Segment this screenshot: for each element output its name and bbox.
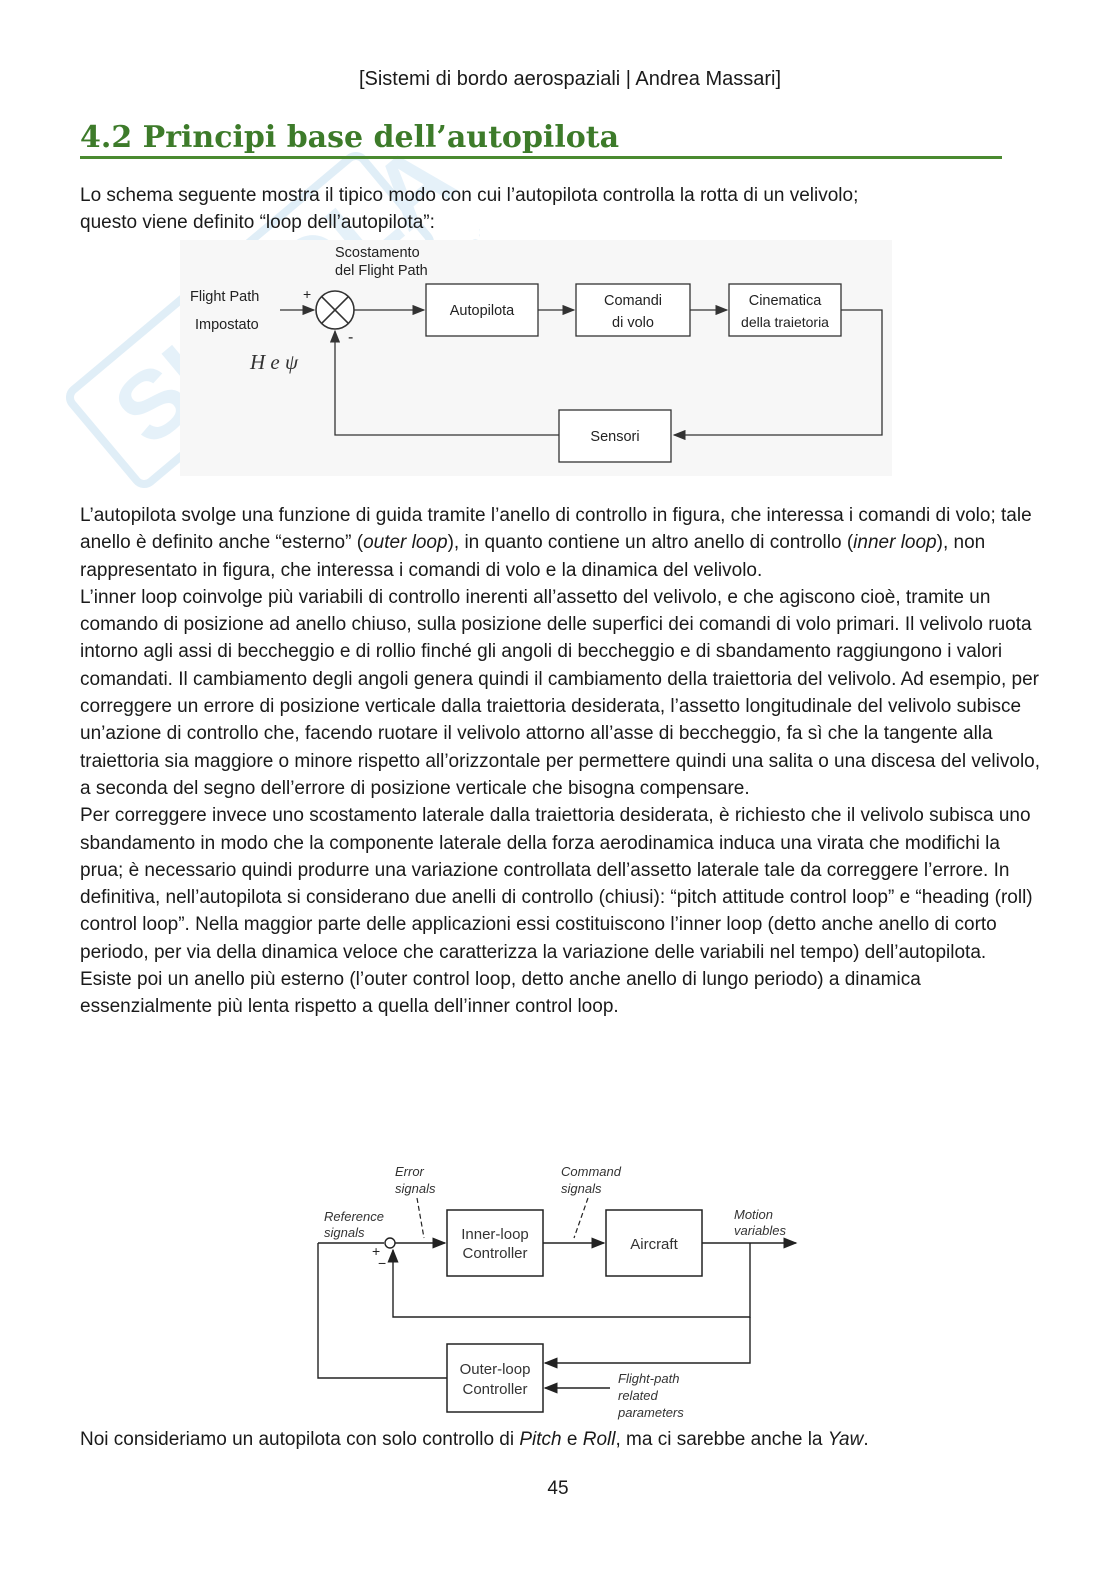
outer-loop-label-1: Outer-loop (460, 1361, 531, 1378)
input-label-1: Flight Path (190, 289, 259, 305)
reference-label-2: signals (324, 1225, 365, 1240)
flight-path-label-1: Flight-path (618, 1371, 679, 1386)
aircraft-block (605, 1209, 703, 1277)
body-text: L’autopilota svolge una funzione di guid… (80, 502, 1040, 1021)
pitch-term: Pitch (519, 1429, 562, 1450)
scostamento-label-1: Scostamento (335, 245, 420, 261)
inner-outer-loop-diagram: Error signals Command signals Reference … (317, 1164, 798, 1420)
section-title: 4.2 Principi base dell’autopilota (80, 120, 1002, 159)
cinematica-label-1: Cinematica (749, 293, 822, 309)
closing-paragraph: Noi consideriamo un autopilota con solo … (80, 1426, 1040, 1453)
aircraft-label: Aircraft (630, 1236, 678, 1253)
flight-path-label-3: parameters (617, 1405, 684, 1420)
comandi-label-2: di volo (612, 315, 654, 331)
error-label-2: signals (395, 1181, 436, 1196)
closing-text-b: e (561, 1429, 583, 1450)
minus-sign: - (348, 329, 353, 346)
inner-loop-label-1: Inner-loop (461, 1226, 529, 1243)
summing-junction (315, 290, 355, 330)
inner-loop-block (446, 1209, 544, 1277)
paragraph-lateral: Per correggere invece uno scostamento la… (80, 805, 1033, 963)
page-header: [Sistemi di bordo aerospaziali | Andrea … (358, 68, 782, 90)
inner-loop-term: inner loop (853, 532, 937, 554)
intro-line-1: Lo schema seguente mostra il tipico modo… (80, 185, 859, 206)
paragraph-outer-loop: L’autopilota svolge una funzione di guid… (80, 502, 1040, 584)
variables-label: H e ψ (249, 350, 299, 374)
minus-sign-2: − (378, 1255, 386, 1271)
autopilota-block (425, 283, 539, 337)
autopilota-label: Autopilota (450, 303, 515, 319)
input-label-2: Impostato (195, 317, 259, 333)
p1-text-a: L’autopilota svolge una funzione di guid… (80, 505, 1032, 554)
flight-path-label-2: related (618, 1388, 659, 1403)
motion-label-1: Motion (734, 1207, 773, 1222)
closing-text-d: . (863, 1429, 869, 1450)
reference-label-1: Reference (324, 1209, 384, 1224)
plus-sign: + (303, 286, 311, 302)
cinematica-label-2: della traietoria (741, 314, 829, 330)
outer-loop-term: outer loop (363, 532, 448, 554)
autopilot-loop-diagram: Scostamento del Flight Path Flight Path … (180, 240, 892, 476)
scostamento-label-2: del Flight Path (335, 263, 428, 279)
summing-node (384, 1237, 396, 1249)
comandi-label-1: Comandi (604, 293, 662, 309)
error-label-1: Error (395, 1164, 425, 1179)
p1-text-c: ), non rappresentato in figura, che inte… (80, 532, 986, 581)
outer-loop-block (446, 1343, 544, 1413)
cinematica-block (728, 283, 842, 337)
plus-sign-2: + (372, 1243, 380, 1259)
p1-text-b: ), in quanto contiene un altro anello di… (447, 532, 854, 554)
paragraph-inner-loop: L’inner loop coinvolge più variabili di … (80, 586, 1041, 799)
closing-text-c: , ma ci sarebbe anche la (615, 1429, 828, 1450)
command-label-2: signals (561, 1181, 602, 1196)
page-number: 45 (547, 1478, 569, 1499)
motion-label-2: variables (734, 1223, 787, 1238)
sensori-label: Sensori (590, 429, 639, 445)
roll-term: Roll (582, 1429, 616, 1450)
closing-line: Noi consideriamo un autopilota con solo … (80, 1426, 1040, 1453)
inner-loop-label-2: Controller (462, 1245, 527, 1262)
outer-loop-label-2: Controller (462, 1381, 527, 1398)
sensori-block (558, 409, 672, 463)
paragraph-outer-control: Esiste poi un anello più esterno (l’oute… (80, 969, 921, 1018)
yaw-term: Yaw (827, 1429, 864, 1450)
closing-text-a: Noi consideriamo un autopilota con solo … (80, 1429, 520, 1450)
intro-paragraph: Lo schema seguente mostra il tipico modo… (80, 182, 1040, 237)
command-label-1: Command (561, 1164, 622, 1179)
comandi-block (575, 283, 691, 337)
intro-line-2: questo viene definito “loop dell’autopil… (80, 212, 435, 234)
